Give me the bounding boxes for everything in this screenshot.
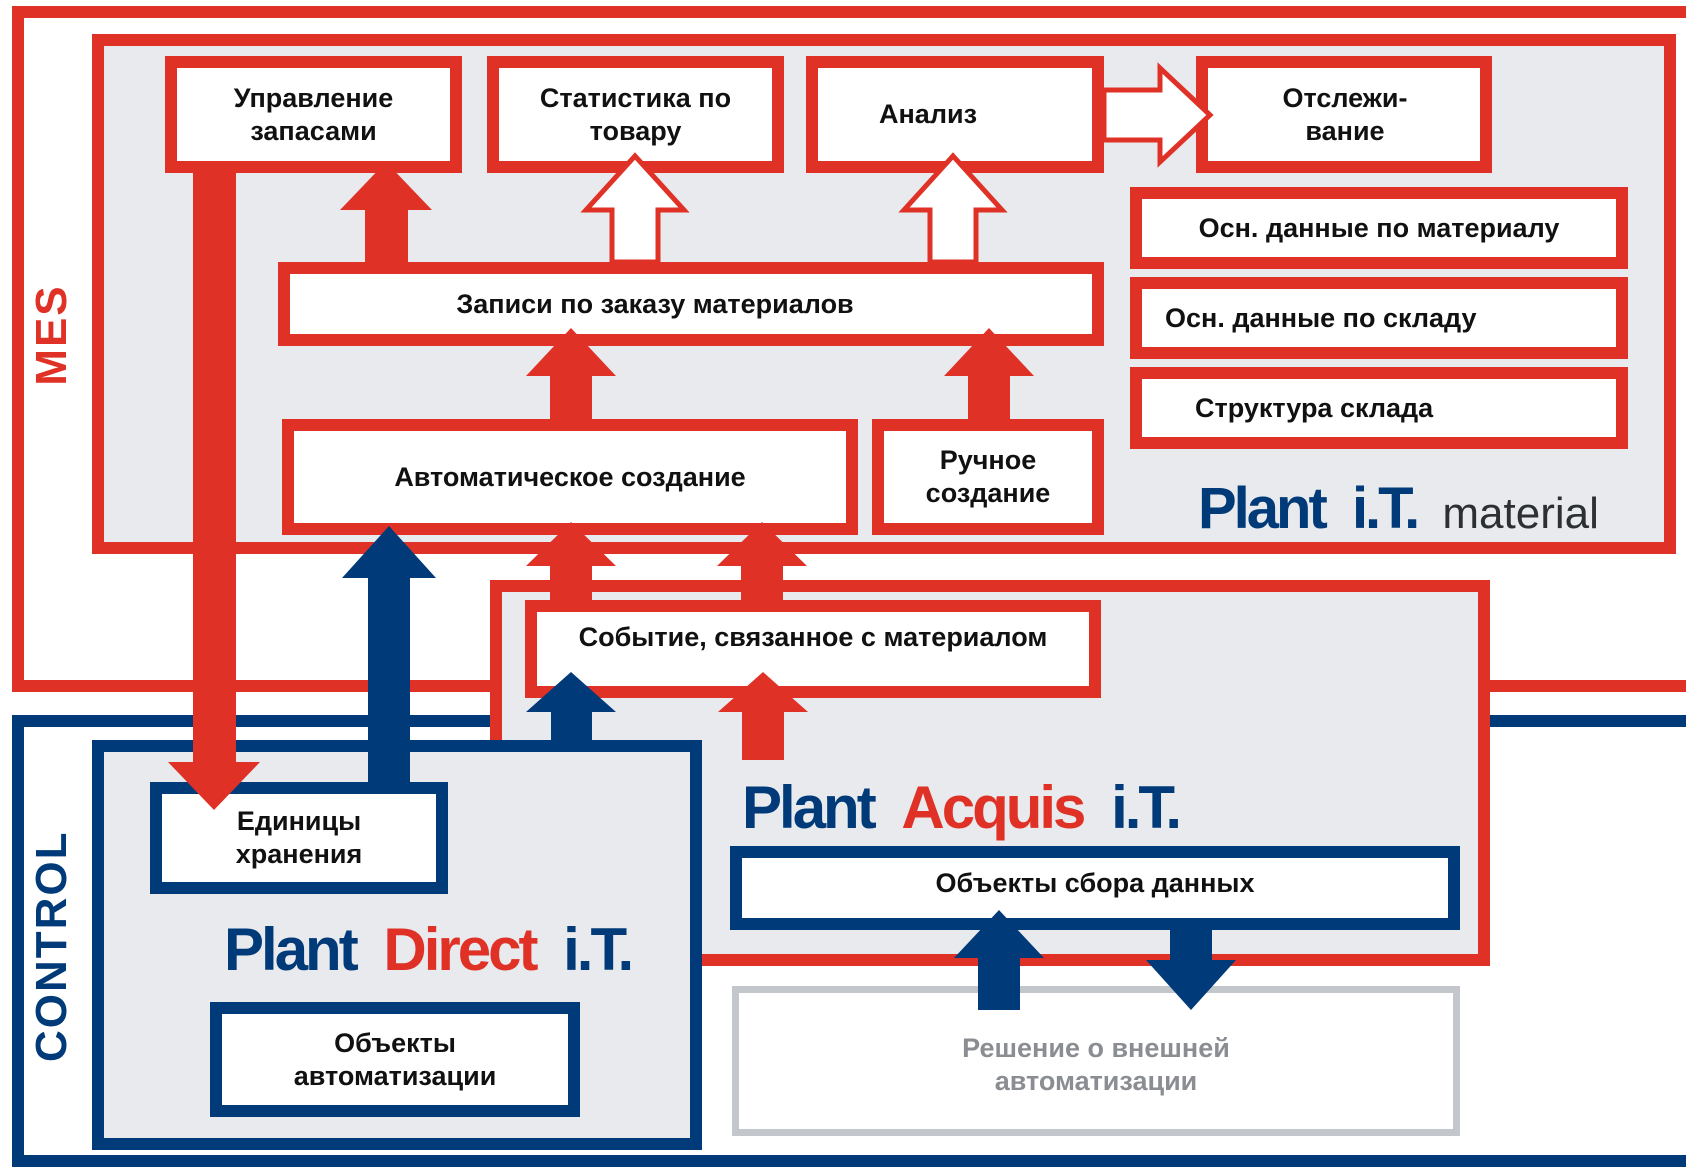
logo-it-text: i.T. bbox=[563, 916, 634, 983]
arrow-auto-to-records bbox=[526, 328, 616, 419]
arrow-storage-to-auto-creation bbox=[342, 526, 436, 782]
arrow-acquis-to-event bbox=[718, 672, 808, 760]
plant-it-material-logo: Plant i.T. material bbox=[1198, 480, 1599, 538]
tracking-box bbox=[1196, 56, 1492, 173]
data-collection-objects-label: Объекты сбора данных bbox=[935, 867, 1255, 898]
product-statistics-box bbox=[487, 56, 784, 173]
manual-creation-box bbox=[872, 419, 1104, 535]
external-automation-label: Решение о внешней автоматизации bbox=[962, 1033, 1230, 1096]
logo-direct-text: Direct bbox=[383, 916, 538, 983]
logo-plant-text: Plant bbox=[224, 916, 359, 983]
arrow-records-to-statistics bbox=[580, 152, 690, 265]
analysis-box bbox=[806, 56, 1104, 173]
arrow-analysis-to-tracking bbox=[1101, 62, 1214, 168]
product-statistics-label: Статистика по товару bbox=[539, 82, 732, 146]
external-automation-box bbox=[732, 986, 1460, 1136]
storage-units-label: Единицы хранения bbox=[235, 806, 363, 869]
material-order-records-label: Записи по заказу материалов bbox=[456, 288, 854, 319]
logo-plant-text: Plant bbox=[742, 774, 877, 841]
logo-material-text: material bbox=[1442, 489, 1599, 538]
logo-plant-text: Plant bbox=[1198, 476, 1328, 541]
arrow-event-to-auto-1 bbox=[526, 522, 616, 600]
warehouse-structure-box bbox=[1130, 367, 1628, 449]
arrow-manual-to-records bbox=[944, 328, 1034, 419]
arrow-inventory-to-storage bbox=[168, 162, 260, 810]
material-event-box bbox=[525, 600, 1101, 698]
warehouse-master-data-label: Осн. данные по складу bbox=[1165, 302, 1477, 333]
arrow-event-to-auto-2 bbox=[717, 522, 807, 600]
manual-creation-label: Ручное создание bbox=[925, 445, 1051, 508]
inventory-management-label: Управление запасами bbox=[233, 82, 394, 146]
arrow-direct-to-event bbox=[526, 672, 616, 752]
analysis-label: Анализ bbox=[879, 99, 977, 129]
automatic-creation-box bbox=[282, 419, 858, 535]
material-event-label: Событие, связанное с материалом bbox=[578, 621, 1048, 652]
inventory-management-box bbox=[165, 56, 462, 173]
automatic-creation-label: Автоматическое создание bbox=[394, 461, 746, 492]
material-master-data-label: Осн. данные по материалу bbox=[1198, 212, 1560, 243]
tracking-label: Отслежи- вание bbox=[1282, 82, 1408, 146]
warehouse-structure-label: Структура склада bbox=[1195, 392, 1434, 423]
automation-objects-box bbox=[210, 1002, 580, 1117]
arrow-external-to-data-objects bbox=[954, 910, 1044, 1010]
arrow-records-to-inventory bbox=[340, 162, 432, 262]
warehouse-master-data-box bbox=[1130, 277, 1628, 359]
material-master-data-box bbox=[1130, 187, 1628, 269]
data-collection-objects-box bbox=[730, 846, 1460, 930]
storage-units-box bbox=[150, 782, 448, 894]
material-order-records-box bbox=[278, 262, 1104, 346]
logo-it-text: i.T. bbox=[1351, 476, 1420, 541]
plant-acquis-it-logo: Plant Acquis i.T. bbox=[742, 778, 1182, 838]
arrow-data-objects-to-external bbox=[1146, 924, 1236, 1010]
plant-direct-it-logo: Plant Direct i.T. bbox=[224, 920, 634, 980]
logo-it-text: i.T. bbox=[1111, 774, 1182, 841]
logo-acquis-text: Acquis bbox=[901, 774, 1086, 841]
arrow-records-to-analysis bbox=[898, 152, 1008, 265]
automation-objects-label: Объекты автоматизации bbox=[293, 1027, 497, 1091]
